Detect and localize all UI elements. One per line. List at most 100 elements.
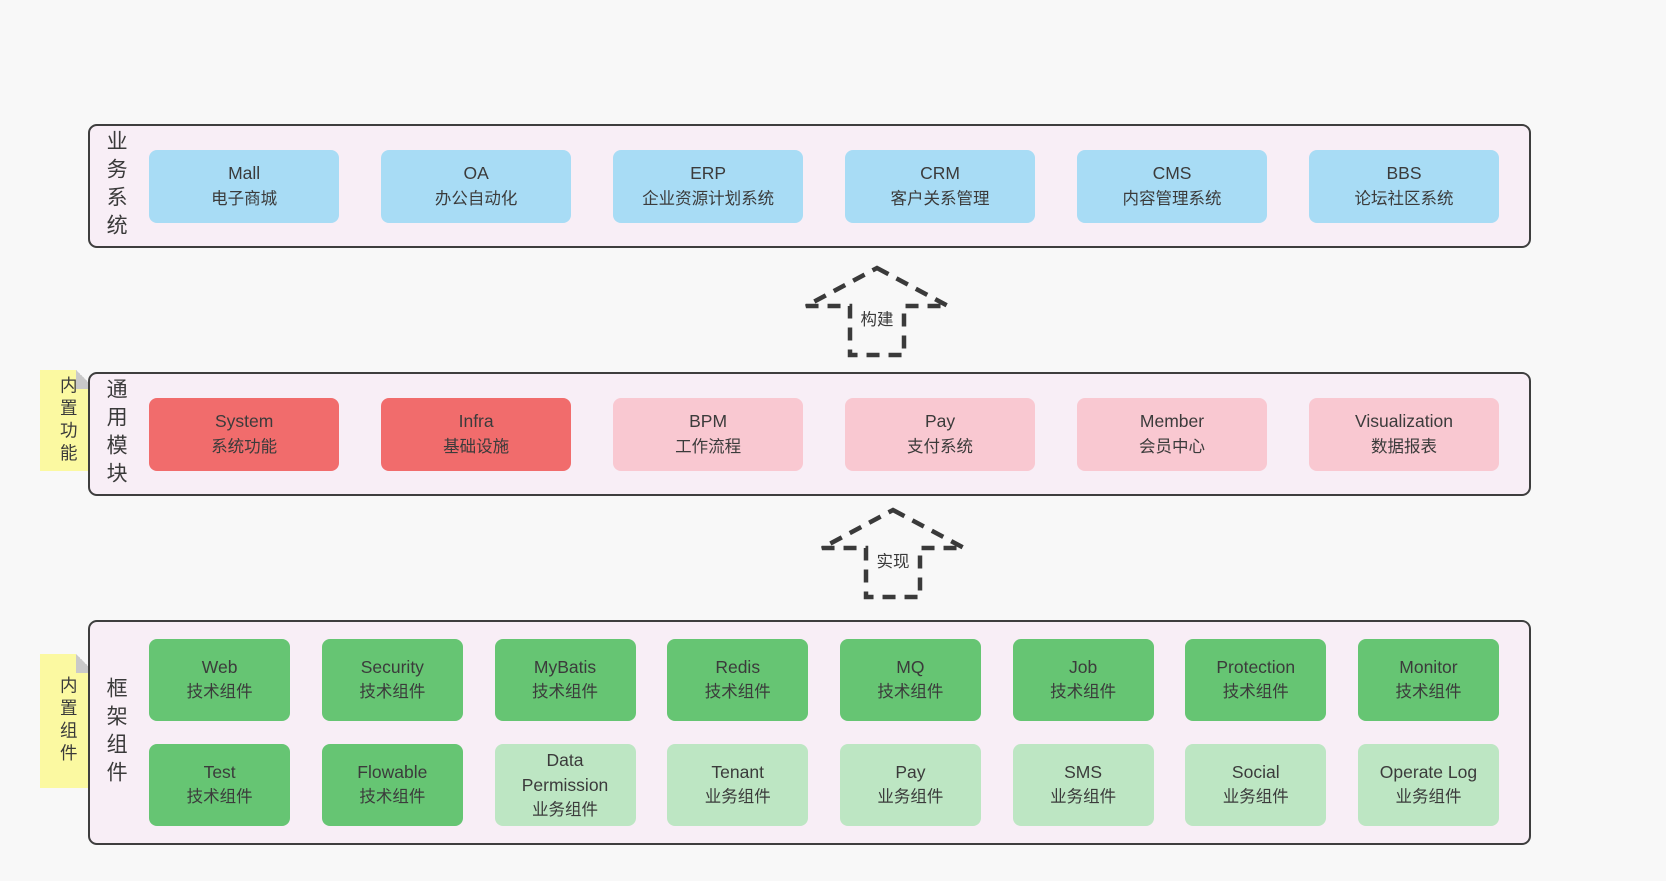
box-title: Monitor xyxy=(1399,657,1458,677)
box-subtitle: 业务组件 xyxy=(532,800,599,819)
box-member: Member 会员中心 xyxy=(1077,397,1268,471)
box-title: OA xyxy=(463,163,489,183)
arrow-build-label: 构建 xyxy=(856,306,898,330)
box-visualization: Visualization 数据报表 xyxy=(1308,397,1499,471)
box-subtitle: 技术组件 xyxy=(1222,683,1289,701)
box-sms: SMS 业务组件 xyxy=(1012,744,1154,826)
box-crm: CRM 客户关系管理 xyxy=(845,149,1036,223)
panel-label-common-modules: 通用模块 xyxy=(104,378,128,490)
box-title: Security xyxy=(360,657,424,677)
box-subtitle: 业务组件 xyxy=(704,788,771,806)
box-title: System xyxy=(214,411,274,431)
sticky-note-builtin-components: 内置组件 xyxy=(40,654,95,788)
box-subtitle: 客户关系管理 xyxy=(890,190,990,208)
box-subtitle: 技术组件 xyxy=(186,683,253,701)
modules-box-row: System 系统功能 Infra 基础设施 BPM 工作流程 Pay 支付系统… xyxy=(127,374,1529,494)
box-subtitle: 基础设施 xyxy=(443,438,510,456)
box-subtitle: 技术组件 xyxy=(1395,683,1462,701)
box-title: Tenant xyxy=(711,762,764,782)
box-subtitle: 业务组件 xyxy=(1395,788,1462,806)
box-title: Flowable xyxy=(357,762,428,782)
box-monitor: Monitor 技术组件 xyxy=(1357,639,1499,721)
box-web: Web 技术组件 xyxy=(149,639,291,721)
box-title: Job xyxy=(1068,657,1098,677)
box-title: CRM xyxy=(920,163,960,183)
box-title: Data Permission xyxy=(521,749,609,795)
box-subtitle: 数据报表 xyxy=(1370,438,1437,456)
box-title: Social xyxy=(1231,762,1280,782)
box-bbs: BBS 论坛社区系统 xyxy=(1308,149,1499,223)
box-security: Security 技术组件 xyxy=(321,639,463,721)
box-title: BPM xyxy=(689,411,728,431)
box-job: Job 技术组件 xyxy=(1012,639,1154,721)
box-title: MQ xyxy=(896,657,925,677)
components-row-2: Test 技术组件 Flowable 技术组件 Data Permission … xyxy=(149,744,1499,826)
dashed-up-arrow-icon xyxy=(820,507,966,600)
box-infra: Infra 基础设施 xyxy=(381,397,572,471)
arrow-build: 构建 xyxy=(802,264,952,358)
box-subtitle: 电子商城 xyxy=(211,190,278,208)
box-subtitle: 办公自动化 xyxy=(434,190,518,208)
box-subtitle: 技术组件 xyxy=(877,683,944,701)
box-flowable: Flowable 技术组件 xyxy=(321,744,463,826)
box-erp: ERP 企业资源计划系统 xyxy=(613,149,804,223)
box-title: SMS xyxy=(1064,762,1103,782)
box-title: MyBatis xyxy=(533,657,597,677)
box-subtitle: 业务组件 xyxy=(1050,788,1117,806)
box-cms: CMS 内容管理系统 xyxy=(1077,149,1268,223)
panel-label-business-systems: 业务系统 xyxy=(104,130,128,242)
box-title: Protection xyxy=(1216,657,1296,677)
sticky-note-text: 内置组件 xyxy=(58,676,79,766)
box-title: BBS xyxy=(1386,163,1422,183)
box-pay-component: Pay 业务组件 xyxy=(839,744,981,826)
box-title: Operate Log xyxy=(1379,762,1478,782)
box-title: CMS xyxy=(1152,163,1192,183)
box-title: Test xyxy=(203,762,236,782)
box-title: Member xyxy=(1139,411,1205,431)
box-subtitle: 技术组件 xyxy=(532,683,599,701)
box-title: Pay xyxy=(924,411,956,431)
box-tenant: Tenant 业务组件 xyxy=(667,744,809,826)
box-subtitle: 支付系统 xyxy=(907,438,974,456)
box-redis: Redis 技术组件 xyxy=(667,639,809,721)
panel-label-framework-components: 框架组件 xyxy=(104,676,128,789)
box-test: Test 技术组件 xyxy=(149,744,291,826)
box-title: Mall xyxy=(228,163,261,183)
box-title: Visualization xyxy=(1355,411,1453,431)
box-subtitle: 业务组件 xyxy=(877,788,944,806)
sticky-note-text: 内置功能 xyxy=(58,375,79,466)
box-title: Web xyxy=(201,657,238,677)
box-subtitle: 工作流程 xyxy=(675,438,742,456)
box-social: Social 业务组件 xyxy=(1185,744,1327,826)
box-subtitle: 会员中心 xyxy=(1139,438,1206,456)
box-subtitle: 技术组件 xyxy=(359,788,426,806)
box-subtitle: 技术组件 xyxy=(704,683,771,701)
box-mq: MQ 技术组件 xyxy=(839,639,981,721)
box-title: Infra xyxy=(458,411,494,431)
components-row-1: Web 技术组件 Security 技术组件 MyBatis 技术组件 Redi… xyxy=(149,639,1499,721)
box-subtitle: 技术组件 xyxy=(186,788,253,806)
panel-business-systems: 业务系统 Mall 电子商城 OA 办公自动化 ERP 企业资源计划系统 CRM… xyxy=(88,124,1531,248)
box-operate-log: Operate Log 业务组件 xyxy=(1357,744,1499,826)
components-rows: Web 技术组件 Security 技术组件 MyBatis 技术组件 Redi… xyxy=(127,622,1529,843)
box-subtitle: 企业资源计划系统 xyxy=(642,190,775,208)
box-subtitle: 内容管理系统 xyxy=(1122,190,1222,208)
box-protection: Protection 技术组件 xyxy=(1185,639,1327,721)
box-bpm: BPM 工作流程 xyxy=(613,397,804,471)
panel-common-modules: 通用模块 System 系统功能 Infra 基础设施 BPM 工作流程 Pay… xyxy=(88,372,1531,496)
box-data-permission: Data Permission 业务组件 xyxy=(494,744,636,826)
dashed-up-arrow-icon xyxy=(804,265,950,358)
box-pay-module: Pay 支付系统 xyxy=(845,397,1036,471)
business-box-row: Mall 电子商城 OA 办公自动化 ERP 企业资源计划系统 CRM 客户关系… xyxy=(127,126,1529,246)
arrow-implement: 实现 xyxy=(818,506,968,600)
box-oa: OA 办公自动化 xyxy=(381,149,572,223)
box-subtitle: 技术组件 xyxy=(359,683,426,701)
box-subtitle: 业务组件 xyxy=(1222,788,1289,806)
box-title: Pay xyxy=(895,762,926,782)
arrow-implement-label: 实现 xyxy=(872,548,914,572)
sticky-note-builtin-features: 内置功能 xyxy=(40,370,95,471)
panel-framework-components: 框架组件 Web 技术组件 Security 技术组件 MyBatis 技术组件… xyxy=(88,620,1531,845)
box-title: Redis xyxy=(715,657,761,677)
box-system: System 系统功能 xyxy=(149,397,340,471)
